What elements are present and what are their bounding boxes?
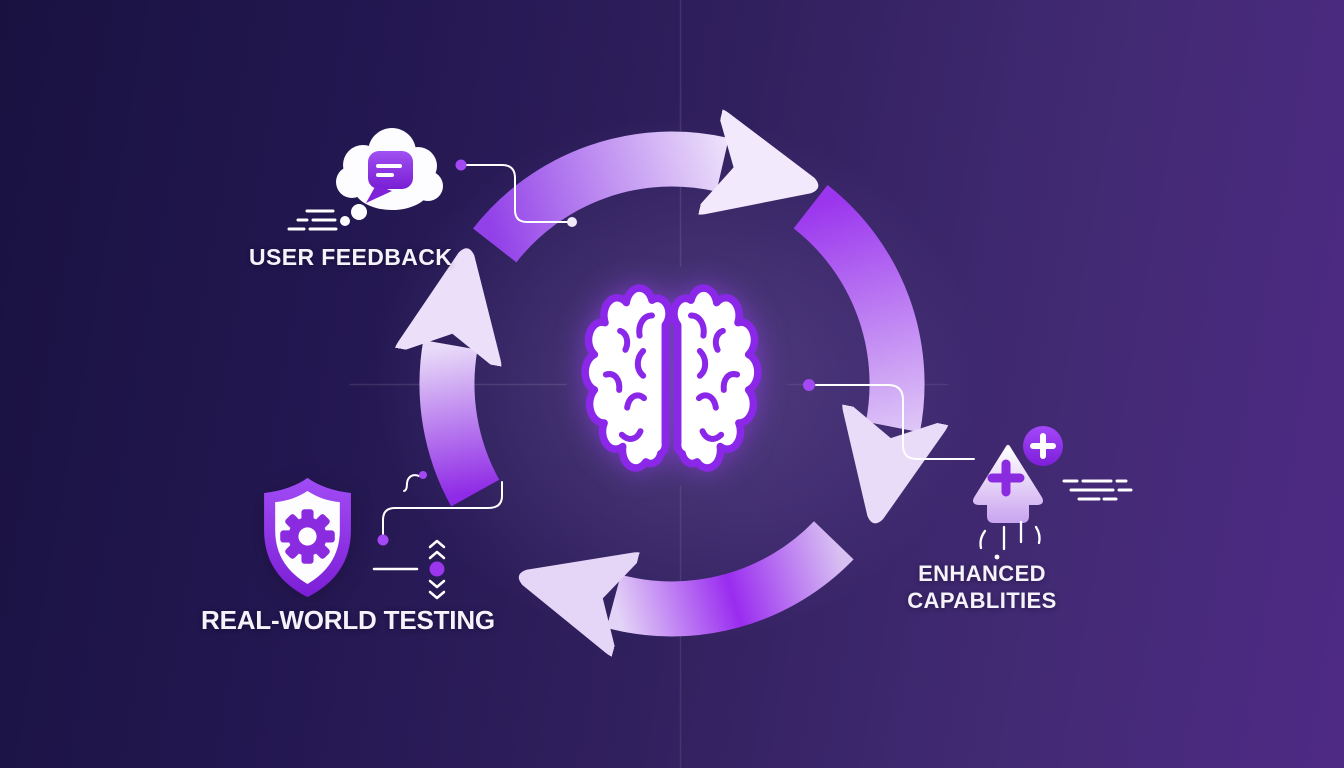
chevron-down-icon xyxy=(428,579,446,589)
connector-dot-purple xyxy=(377,534,389,546)
cycle-arrows xyxy=(447,159,897,609)
chevron-down-icon xyxy=(428,590,446,600)
thought-trail-dot xyxy=(351,204,367,220)
connector-dot-purple xyxy=(455,159,467,171)
thought-trail-dot xyxy=(340,216,350,226)
connector-user-feedback xyxy=(455,159,577,227)
shield-gear-icon xyxy=(264,477,351,598)
connector-brain-right xyxy=(803,379,975,460)
chat-bubble-icon xyxy=(366,151,413,203)
connector-dot-white xyxy=(567,217,577,227)
chevron-up-icon xyxy=(428,550,446,560)
plus-icon xyxy=(1030,433,1056,459)
brain-right-hemisphere xyxy=(674,288,758,468)
plus-icon xyxy=(987,459,1025,497)
node-label-enhanced-capabilities: ENHANCED CAPABLITIES xyxy=(880,560,1084,614)
brain-icon xyxy=(574,266,769,502)
cycle-arrow-left xyxy=(447,345,475,507)
node-label-real-world-testing: REAL-WORLD TESTING xyxy=(201,605,495,635)
node-label-line2: CAPABLITIES xyxy=(907,588,1057,613)
brain-left-hemisphere xyxy=(585,288,669,468)
cycle-arrow-bottom xyxy=(614,520,854,609)
thought-bubble-chat-icon xyxy=(336,128,443,226)
gear-icon xyxy=(280,509,335,564)
squiggle-line xyxy=(403,474,420,492)
connector-shield xyxy=(377,471,503,546)
speed-lines-capabilities xyxy=(1062,479,1133,501)
cycle-arrow-right xyxy=(793,185,897,427)
chevron-up-icon xyxy=(428,539,446,549)
squiggle-dot xyxy=(419,471,427,479)
cycle-arrow-top xyxy=(473,159,723,263)
connector-dot-purple xyxy=(803,379,815,391)
chevron-center-dot xyxy=(429,561,445,577)
brain-folds xyxy=(606,316,737,439)
node-label-line1: ENHANCED xyxy=(918,561,1046,586)
launch-marks xyxy=(979,520,1041,560)
chevron-cluster xyxy=(372,539,446,600)
node-label-user-feedback: USER FEEDBACK xyxy=(249,244,453,270)
speed-lines-feedback xyxy=(287,209,338,231)
arrow-up-plus-icon xyxy=(973,426,1133,560)
